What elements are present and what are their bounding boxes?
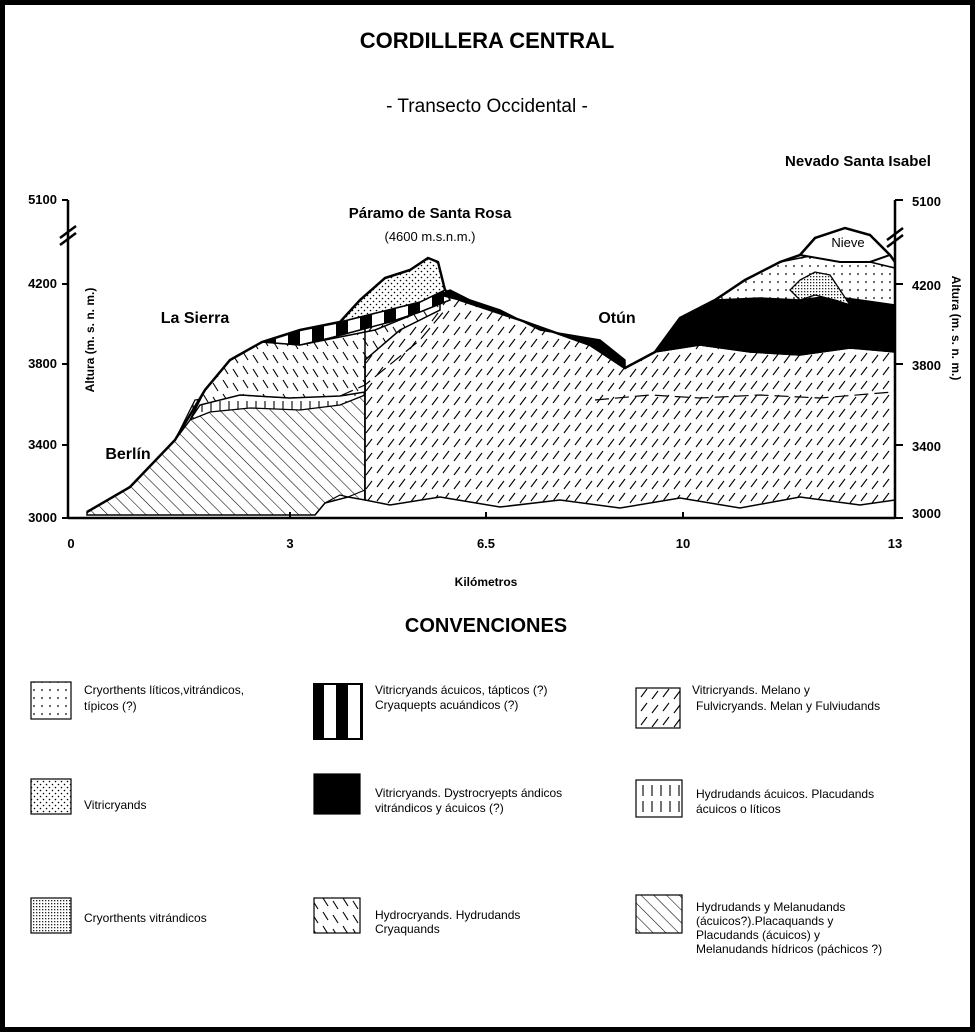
y-tick-right-3800: 3800 bbox=[912, 358, 941, 373]
y-axis-label-left: Altura (m. s. n. m.) bbox=[83, 288, 97, 393]
otun-label: Otún bbox=[598, 310, 635, 327]
legend: Cryorthents líticos,vitrándicos, típicos… bbox=[30, 681, 882, 956]
legend-text-2: Vitricryands ácuicos, tápticos (?) Cryaq… bbox=[375, 683, 551, 712]
transect-profile bbox=[86, 226, 897, 516]
right-axis-break bbox=[886, 227, 904, 241]
legend-title: CONVENCIONES bbox=[405, 615, 567, 637]
x-tick-10: 10 bbox=[676, 536, 690, 551]
legend-text-9: Hydrudands y Melanudands (ácuicos?).Plac… bbox=[696, 900, 882, 956]
y-tick-left-5100: 5100 bbox=[28, 192, 57, 207]
legend-text-4: Vitricryands bbox=[84, 798, 146, 812]
x-tick-13: 13 bbox=[888, 536, 902, 551]
y-tick-right-5100: 5100 bbox=[912, 194, 941, 209]
nieve-label: Nieve bbox=[831, 235, 864, 250]
y-tick-left-4200: 4200 bbox=[28, 276, 57, 291]
legend-swatch-6 bbox=[635, 779, 683, 818]
y-tick-left-3000: 3000 bbox=[28, 510, 57, 525]
legend-swatch-2 bbox=[313, 683, 363, 740]
paramo-label: Páramo de Santa Rosa bbox=[349, 205, 512, 222]
figure-subtitle: - Transecto Occidental - bbox=[386, 96, 588, 117]
legend-text-6: Hydrudands ácuicos. Placudands ácuicos o… bbox=[696, 787, 877, 816]
legend-swatch-3 bbox=[635, 687, 681, 729]
legend-text-7: Cryorthents vitrándicos bbox=[84, 911, 207, 925]
nevado-label: Nevado Santa Isabel bbox=[785, 153, 931, 170]
unit-dots-dense bbox=[789, 271, 852, 307]
legend-swatch-1 bbox=[30, 681, 72, 720]
y-tick-left-3800: 3800 bbox=[28, 356, 57, 371]
y-tick-right-3400: 3400 bbox=[912, 439, 941, 454]
y-tick-right-4200: 4200 bbox=[912, 278, 941, 293]
boundary-base-vlines bbox=[314, 489, 366, 516]
x-axis-label: Kilómetros bbox=[455, 575, 518, 589]
legend-swatch-8 bbox=[313, 897, 361, 934]
la-sierra-label: La Sierra bbox=[161, 310, 230, 327]
y-tick-left-3400: 3400 bbox=[28, 437, 57, 452]
boundary-dashed-west bbox=[339, 309, 446, 397]
legend-swatch-5 bbox=[313, 773, 361, 815]
axes: 5100 4200 3800 3400 3000 5100 4200 3800 … bbox=[28, 192, 963, 589]
legend-swatch-7 bbox=[30, 897, 72, 934]
x-tick-3: 3 bbox=[286, 536, 293, 551]
legend-text-1: Cryorthents líticos,vitrándicos, típicos… bbox=[84, 683, 247, 713]
legend-text-8: Hydrocryands. Hydrudands Cryaquands bbox=[375, 908, 524, 936]
left-axis-break bbox=[59, 225, 77, 239]
figure-title: CORDILLERA CENTRAL bbox=[360, 28, 615, 53]
legend-text-5: Vitricryands. Dystrocryepts ándicos vitr… bbox=[375, 786, 566, 815]
berlin-label: Berlín bbox=[105, 446, 150, 463]
legend-text-3: Vitricryands. Melano y Fulvicryands. Mel… bbox=[692, 683, 880, 713]
x-tick-0: 0 bbox=[67, 536, 74, 551]
y-tick-right-3000: 3000 bbox=[912, 506, 941, 521]
legend-swatch-9 bbox=[635, 894, 683, 934]
legend-swatch-4 bbox=[30, 778, 72, 815]
y-axis-label-right: Altura (m. s. n. m.) bbox=[949, 276, 963, 381]
x-tick-6.5: 6.5 bbox=[477, 536, 495, 551]
surface-profile-line bbox=[86, 226, 897, 514]
boundary-dashed-east bbox=[594, 391, 894, 401]
paramo-altitude: (4600 m.s.n.m.) bbox=[384, 229, 475, 244]
